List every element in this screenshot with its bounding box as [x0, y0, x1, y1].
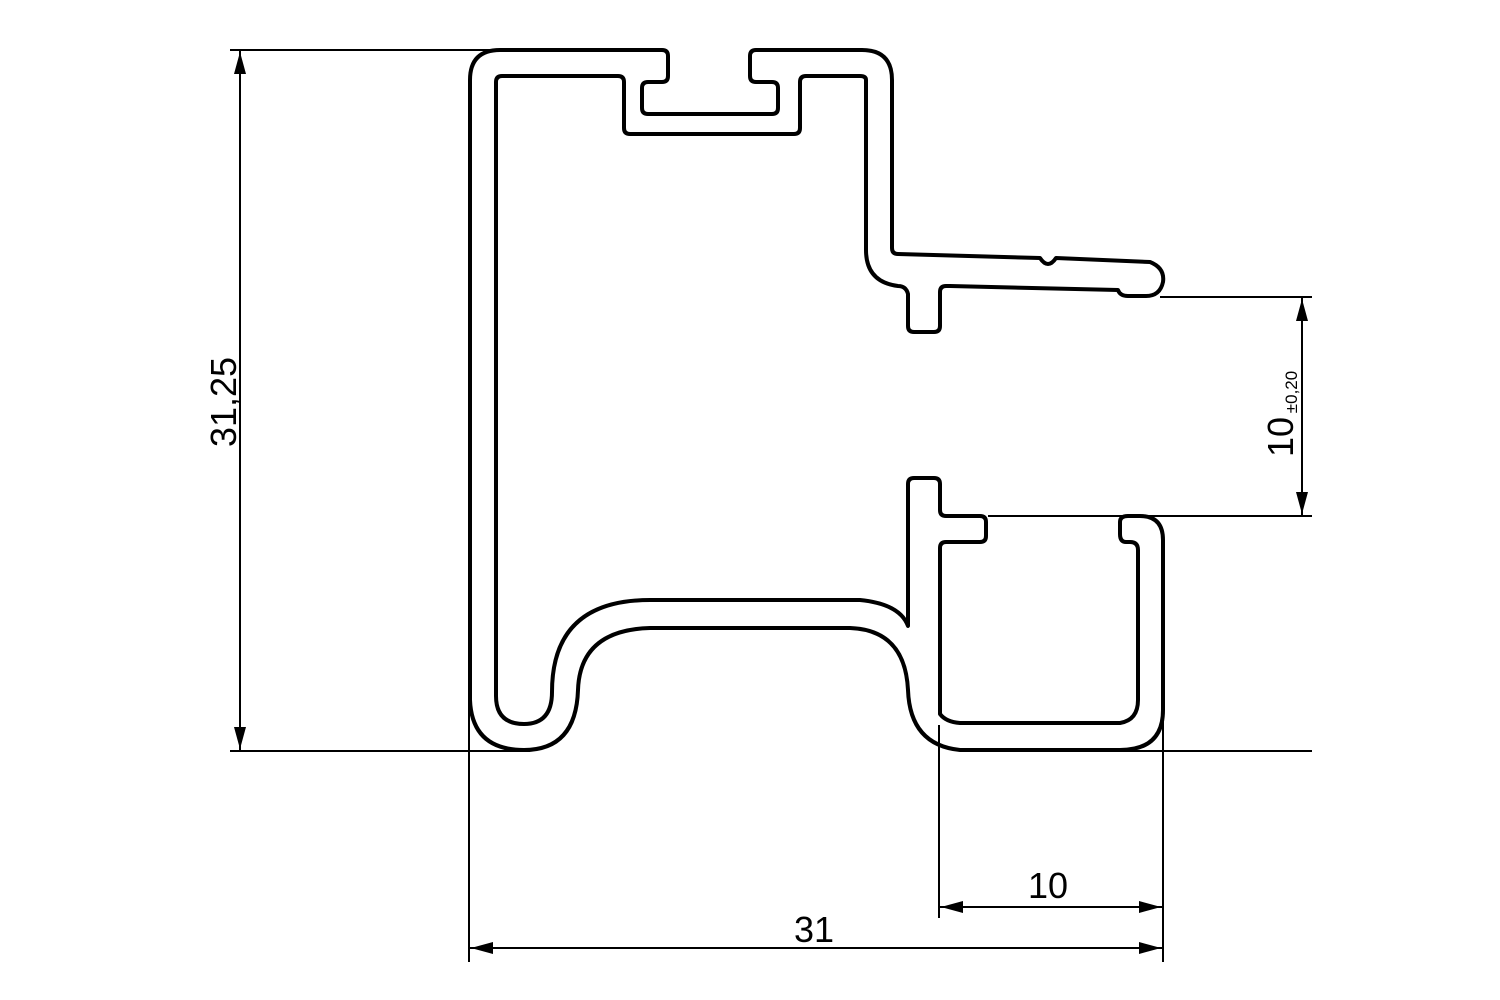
arrow-down-icon	[234, 727, 246, 749]
height-dimension: 31,25	[203, 50, 246, 751]
arrow-up-icon	[234, 52, 246, 74]
height-dimension-label: 31,25	[203, 357, 244, 447]
opening-tolerance-label: ±0,20	[1282, 371, 1301, 413]
arrow-down-icon	[1296, 492, 1308, 514]
width-dimension: 31	[469, 909, 1163, 954]
opening-dimension: 10 ±0,20	[1260, 297, 1308, 516]
channel-width-label: 10	[1028, 865, 1068, 906]
width-dimension-label: 31	[794, 909, 834, 950]
arrow-left-icon	[471, 942, 493, 954]
arrow-right-icon	[1139, 901, 1161, 913]
profile-outer-contour	[468, 48, 1166, 752]
extension-lines	[230, 49, 1312, 962]
opening-dimension-label: 10	[1260, 417, 1301, 457]
arrow-left-icon	[941, 901, 963, 913]
arrow-up-icon	[1296, 299, 1308, 321]
channel-width-dimension: 10	[939, 865, 1163, 913]
arrow-right-icon	[1139, 942, 1161, 954]
